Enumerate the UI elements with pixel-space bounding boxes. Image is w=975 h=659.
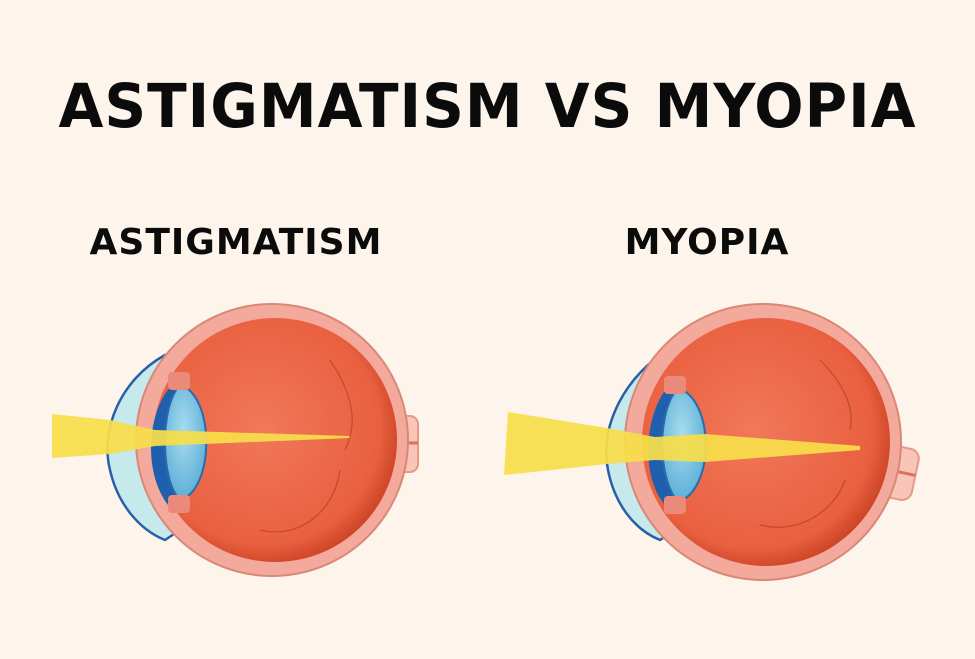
light-beam-icon (504, 412, 860, 475)
astigmatism-label: ASTIGMATISM (89, 222, 383, 263)
light-beam-icon (52, 414, 350, 458)
myopia-eye (504, 303, 920, 581)
astigmatism-eye (52, 303, 419, 577)
myopia-label: MYOPIA (624, 222, 790, 263)
page-title: ASTIGMATISM VS MYOPIA (58, 70, 917, 142)
